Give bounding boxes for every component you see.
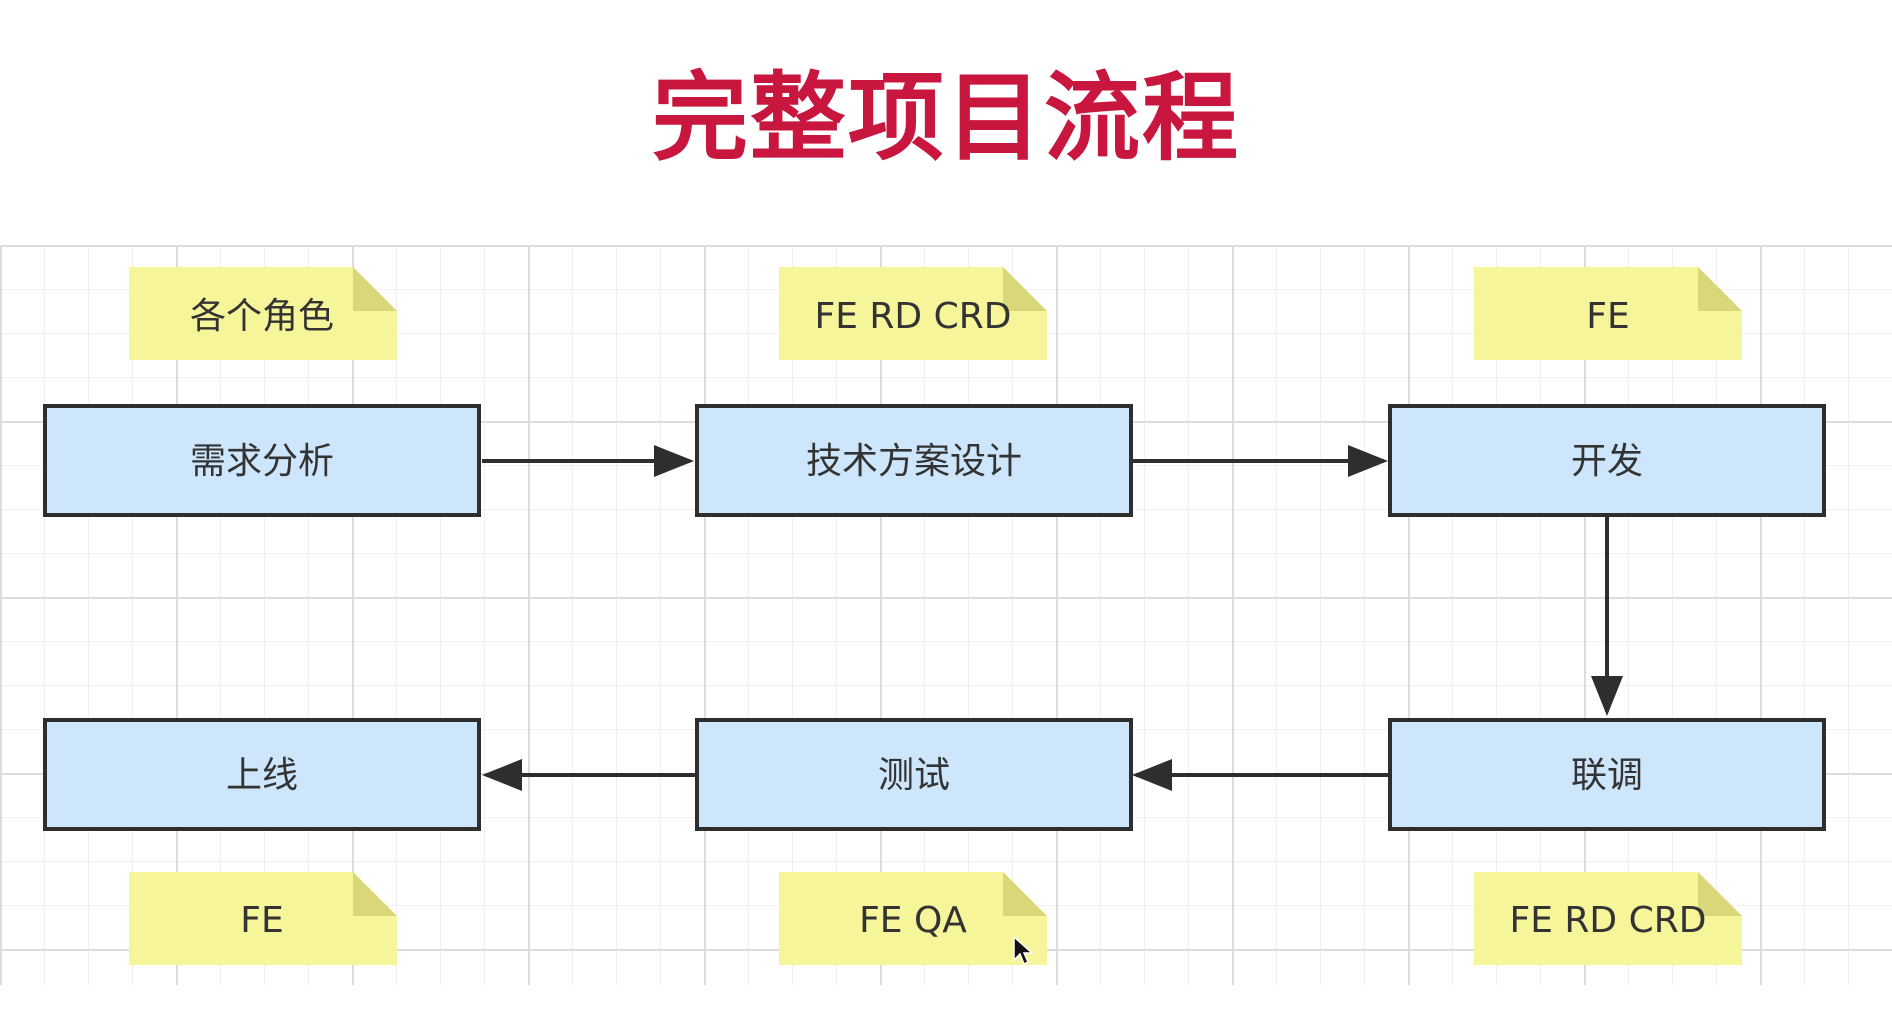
sticky-note-fold	[1698, 267, 1742, 311]
step-label: 联调	[1571, 755, 1643, 796]
step-testing[interactable]: 测试	[695, 718, 1133, 831]
step-box	[1388, 404, 1826, 517]
sticky-note-shape	[779, 872, 1047, 965]
page-title: 完整项目流程	[652, 62, 1240, 174]
note-label: FE RD CRD	[815, 296, 1012, 337]
step-integration[interactable]: 联调	[1388, 718, 1826, 831]
sticky-note-fold	[353, 872, 397, 916]
note-launch: FE	[129, 872, 397, 965]
sticky-note-fold	[1003, 267, 1047, 311]
note-label: FE QA	[859, 900, 967, 941]
step-box	[695, 718, 1133, 831]
step-label: 需求分析	[190, 441, 334, 482]
mouse-cursor-icon	[1013, 936, 1034, 966]
sticky-note-fold	[1003, 872, 1047, 916]
note-label: FE	[1586, 296, 1629, 337]
sticky-note-fold	[1698, 872, 1742, 916]
step-box	[43, 718, 481, 831]
step-box	[43, 404, 481, 517]
step-development[interactable]: 开发	[1388, 404, 1826, 517]
step-box	[695, 404, 1133, 517]
step-launch[interactable]: 上线	[43, 718, 481, 831]
step-label: 开发	[1571, 441, 1643, 482]
sticky-note-shape	[1474, 267, 1742, 360]
step-technical-design[interactable]: 技术方案设计	[695, 404, 1133, 517]
sticky-note-shape	[779, 267, 1047, 360]
note-label: FE	[240, 900, 283, 941]
note-technical-design: FE RD CRD	[779, 267, 1047, 360]
note-label: 各个角色	[190, 296, 334, 337]
step-box	[1388, 718, 1826, 831]
diagram-grid-background	[0, 245, 1892, 985]
note-label: FE RD CRD	[1510, 900, 1707, 941]
step-requirement-analysis[interactable]: 需求分析	[43, 404, 481, 517]
step-label: 技术方案设计	[806, 441, 1022, 482]
sticky-note-shape	[129, 267, 397, 360]
note-testing: FE QA	[779, 872, 1047, 965]
step-label: 测试	[878, 755, 950, 796]
sticky-note-shape	[129, 872, 397, 965]
note-development: FE	[1474, 267, 1742, 360]
sticky-note-fold	[353, 267, 397, 311]
note-integration: FE RD CRD	[1474, 872, 1742, 965]
sticky-note-shape	[1474, 872, 1742, 965]
connectors	[482, 445, 1623, 791]
note-requirement-analysis: 各个角色	[129, 267, 397, 360]
step-label: 上线	[226, 755, 298, 796]
